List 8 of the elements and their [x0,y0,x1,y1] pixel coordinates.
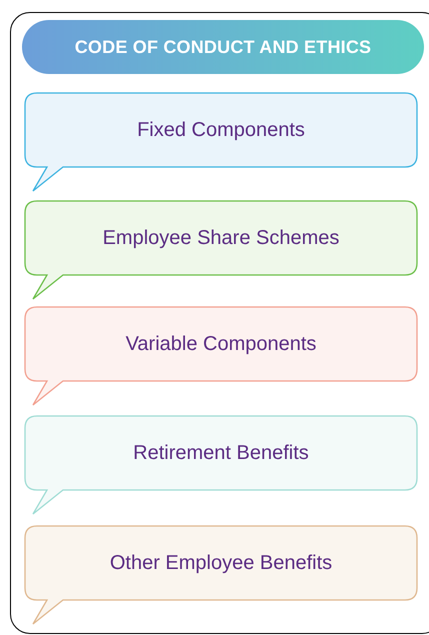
bubble-text: Employee Share Schemes [102,226,340,251]
frame-box [10,12,429,634]
header-pill [22,20,424,74]
bubble-text: Other Employee Benefits [110,551,332,576]
bubble-text: Fixed Components [137,118,305,143]
header-text: CODE OF CONDUCT AND ETHICS [74,36,372,58]
bubble-text: Variable Components [126,332,316,357]
bubble-text: Retirement Benefits [133,441,309,466]
